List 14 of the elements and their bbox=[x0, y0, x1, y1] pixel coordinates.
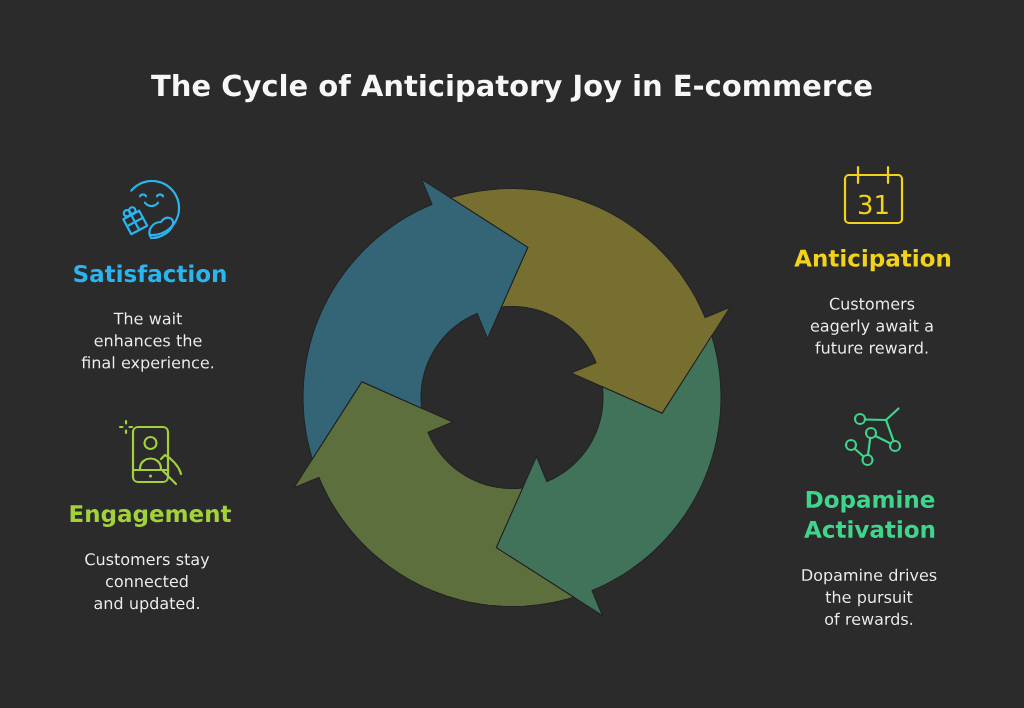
cycle-segment bbox=[302, 178, 529, 460]
description: Customers eagerly await a future reward. bbox=[810, 297, 933, 354]
cycle-segment bbox=[293, 381, 575, 607]
title: The Cycle of Anticipatory Joy in E-commerce bbox=[151, 73, 872, 103]
description: Customers stay connected and updated. bbox=[85, 553, 210, 613]
description: Dopamine drives the pursuit of rewards. bbox=[802, 568, 937, 626]
date-number: 31 bbox=[858, 194, 888, 215]
cycle-segment bbox=[449, 188, 731, 414]
heading: Anticipation bbox=[794, 249, 951, 272]
description: The wait enhances the final experience. bbox=[81, 312, 214, 372]
heading: Engagement bbox=[70, 505, 232, 527]
cycle-segment bbox=[495, 335, 722, 617]
heading: Satisfaction bbox=[74, 264, 226, 283]
heading: Dopamine Activation bbox=[804, 490, 935, 538]
